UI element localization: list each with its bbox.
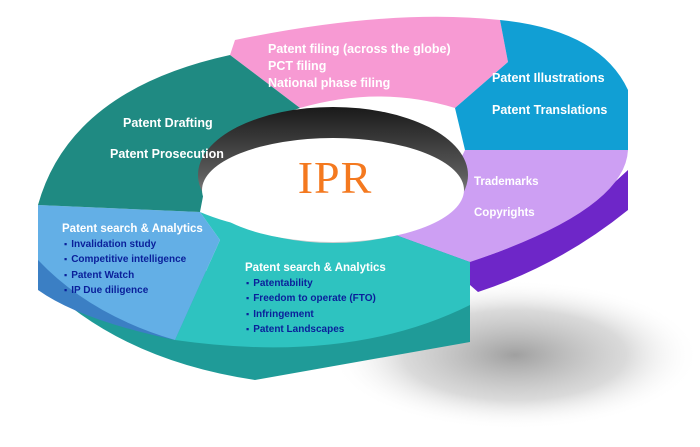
center-label: IPR — [297, 152, 373, 203]
filing-line-3: National phase filing — [268, 76, 391, 90]
search-left-list: Invalidation study Competitive intellige… — [64, 237, 186, 299]
search-bottom-item: Freedom to operate (FTO) — [246, 291, 376, 306]
hole-face — [202, 138, 464, 242]
trademarks-line-1: Trademarks — [474, 176, 539, 188]
segment-trademarks — [360, 150, 628, 262]
segment-filing — [230, 16, 508, 108]
wall-purple — [468, 170, 628, 292]
search-left-title: Patent search & Analytics — [62, 223, 203, 235]
illustrations-line-1: Patent Illustrations — [492, 71, 605, 85]
search-bottom-item: Infringement — [246, 307, 376, 322]
search-bottom-item: Patentability — [246, 276, 376, 291]
search-left-item: IP Due diligence — [64, 283, 186, 298]
filing-line-1: Patent filing (across the globe) — [268, 42, 451, 56]
search-bottom-item: Patent Landscapes — [246, 322, 376, 337]
drafting-line-1: Patent Drafting — [123, 116, 213, 130]
search-left-item: Competitive intelligence — [64, 252, 186, 267]
search-left-item: Patent Watch — [64, 268, 186, 283]
segment-illustrations — [455, 20, 628, 150]
trademarks-line-2: Copyrights — [474, 207, 535, 219]
search-bottom-title: Patent search & Analytics — [245, 262, 386, 274]
search-bottom-list: Patentability Freedom to operate (FTO) I… — [246, 276, 376, 338]
illustrations-line-2: Patent Translations — [492, 103, 608, 117]
segment-drafting — [38, 55, 300, 212]
search-left-item: Invalidation study — [64, 237, 186, 252]
filing-line-2: PCT filing — [268, 59, 327, 73]
drafting-line-2: Patent Prosecution — [110, 147, 224, 161]
